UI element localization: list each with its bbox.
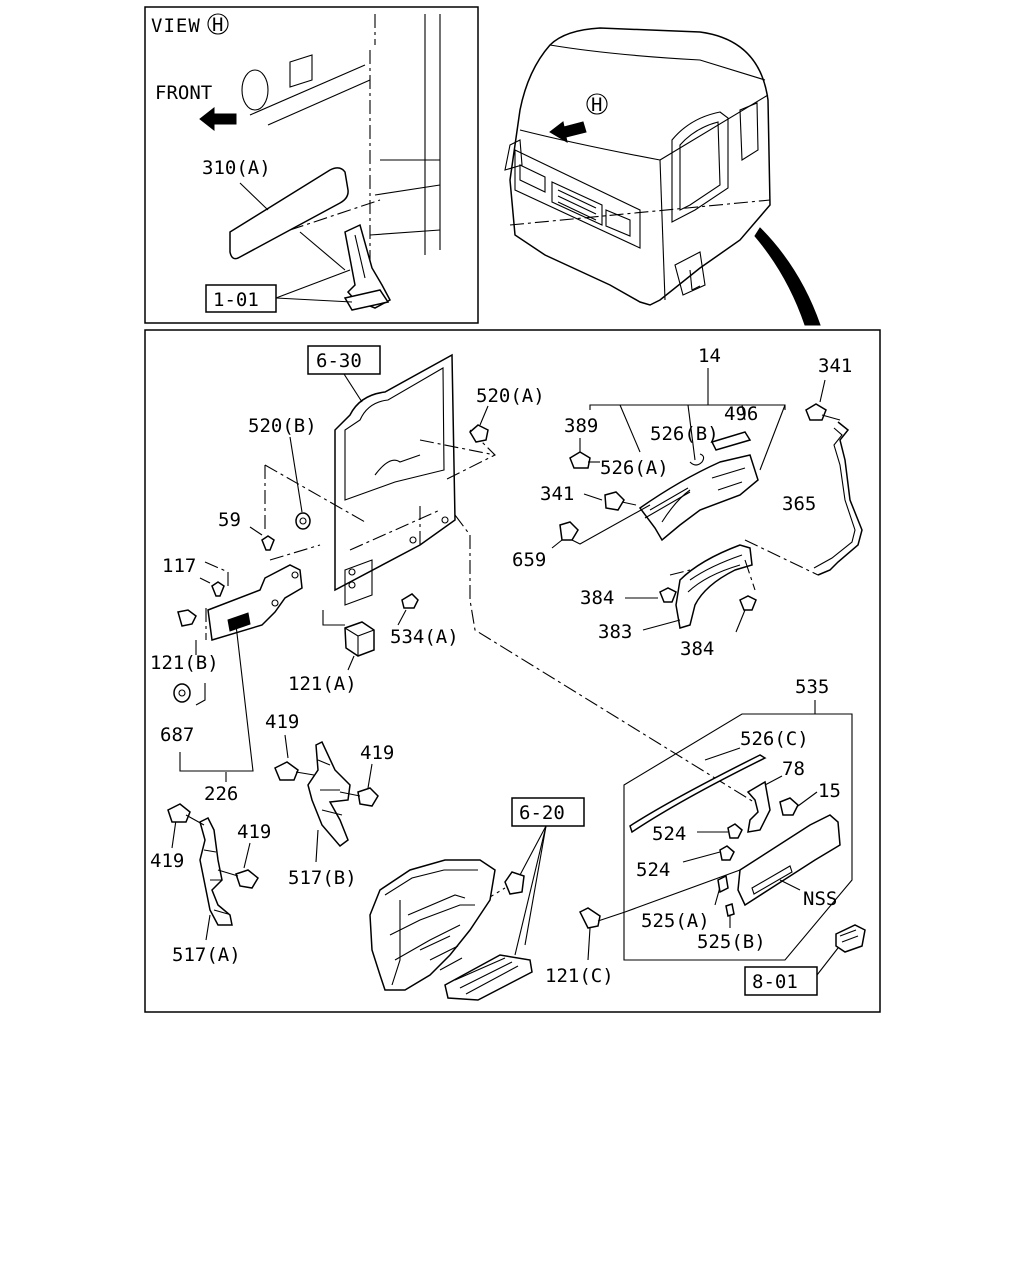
part-117-clip <box>211 581 225 597</box>
part-520a-nut <box>469 424 489 443</box>
part-419-bolt-c <box>167 803 191 823</box>
label-687: 687 <box>160 724 194 746</box>
label-525a: 525(A) <box>641 910 710 932</box>
part-524-nut-a <box>727 823 743 839</box>
part-419-bolt-b <box>357 787 379 807</box>
ref-6-20: 6-20 <box>519 802 565 824</box>
label-526c: 526(C) <box>740 728 809 750</box>
label-310a: 310(A) <box>202 157 271 179</box>
part-383-arch <box>675 544 753 629</box>
part-15-screw <box>779 797 799 816</box>
view-h-inset: VIEW H FRONT 310(A) 1-01 <box>144 6 479 324</box>
door-assembly: 6-30 <box>264 345 771 813</box>
label-517a: 517(A) <box>172 944 241 966</box>
part-517a-bracket <box>199 816 233 926</box>
part-pedal <box>344 223 392 309</box>
label-496: 496 <box>724 403 758 425</box>
part-14-trim <box>638 454 759 542</box>
main-diagram-frame <box>144 329 881 1013</box>
label-659: 659 <box>512 549 546 571</box>
label-78: 78 <box>782 758 805 780</box>
curved-arrow-icon <box>754 227 821 326</box>
label-226: 226 <box>204 783 238 805</box>
part-78-bracket <box>746 780 771 833</box>
label-15: 15 <box>818 780 841 802</box>
label-384a: 384 <box>580 587 614 609</box>
part-534a-clip <box>401 593 419 609</box>
part-226-bracket <box>207 564 303 641</box>
part-419-bolt-d <box>235 869 259 889</box>
ref-8-01: 8-01 <box>752 971 798 993</box>
part-384-clip-a <box>659 587 677 603</box>
truck-cab: H <box>504 27 821 326</box>
part-310a-mat <box>229 167 349 260</box>
part-step-panel <box>737 814 841 907</box>
part-659-clip <box>559 521 579 541</box>
part-524-nut-b <box>719 845 735 861</box>
part-525b-clip <box>725 903 735 917</box>
label-384b: 384 <box>680 638 714 660</box>
part-384-clip-b <box>739 595 757 611</box>
part-365-rod <box>817 421 863 576</box>
label-365: 365 <box>782 493 816 515</box>
ref-6-30: 6-30 <box>316 350 362 372</box>
view-title: VIEW <box>151 15 201 37</box>
front-arrow-icon <box>199 106 237 132</box>
part-step-well <box>369 859 496 991</box>
part-step-tread <box>444 954 533 1001</box>
part-341-bolt-b <box>805 403 827 421</box>
front-label: FRONT <box>155 82 212 104</box>
label-121b: 121(B) <box>150 652 219 674</box>
label-526b: 526(B) <box>650 423 719 445</box>
part-496-strip <box>710 431 752 451</box>
part-121a-plug <box>344 621 375 657</box>
label-535: 535 <box>795 676 829 698</box>
label-419d: 419 <box>237 821 271 843</box>
part-59-clip <box>261 535 275 551</box>
part-526c-molding <box>629 754 767 834</box>
label-520b: 520(B) <box>248 415 317 437</box>
label-121c: 121(C) <box>545 965 614 987</box>
cab-arrow-icon <box>549 121 587 143</box>
part-525a-clip <box>717 874 729 894</box>
label-419b: 419 <box>360 742 394 764</box>
label-389: 389 <box>564 415 598 437</box>
part-687-washer <box>173 683 191 703</box>
label-341a: 341 <box>540 483 574 505</box>
ref-1-01: 1-01 <box>213 289 259 311</box>
label-517b: 517(B) <box>288 867 357 889</box>
label-524a: 524 <box>652 823 686 845</box>
part-341-bolt-a <box>604 491 625 511</box>
label-121a: 121(A) <box>288 673 357 695</box>
part-step-fastener <box>504 871 525 895</box>
part-520b-nut <box>295 512 311 530</box>
part-389-screw <box>569 451 591 469</box>
label-383: 383 <box>598 621 632 643</box>
part-517b-bracket <box>307 740 351 848</box>
cab-circle-letter: H <box>591 94 602 116</box>
label-524b: 524 <box>636 859 670 881</box>
view-circle-letter: H <box>212 14 223 36</box>
part-419-bolt-a <box>274 761 299 781</box>
label-341b: 341 <box>818 355 852 377</box>
label-419a: 419 <box>265 711 299 733</box>
label-14: 14 <box>698 345 721 367</box>
label-419c: 419 <box>150 850 184 872</box>
part-121c-pin <box>578 907 601 929</box>
part-121b-pin <box>177 609 197 627</box>
label-526a: 526(A) <box>600 457 669 479</box>
label-117: 117 <box>162 555 196 577</box>
label-nss: NSS <box>803 888 837 910</box>
label-525b: 525(B) <box>697 931 766 953</box>
label-534a: 534(A) <box>390 626 459 648</box>
label-59: 59 <box>218 509 241 531</box>
label-520a: 520(A) <box>476 385 545 407</box>
